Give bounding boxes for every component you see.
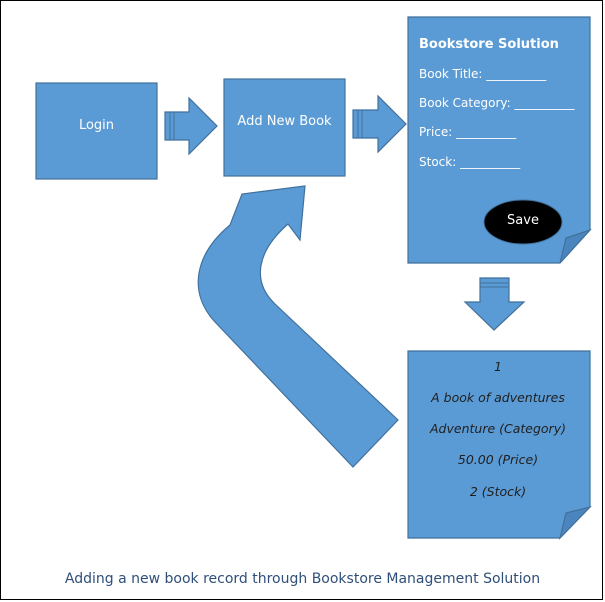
record-price: 50.00 (Price) — [457, 452, 539, 467]
login-box — [35, 82, 158, 180]
form-field-book-title: Book Title: __________ — [419, 67, 547, 81]
down-arrow — [463, 277, 526, 331]
right-arrow-1 — [164, 96, 218, 156]
record-document — [407, 350, 592, 540]
form-field-book-category: Book Category: __________ — [419, 96, 575, 110]
form-document — [407, 16, 592, 264]
record-category: Adventure (Category) — [430, 421, 566, 436]
save-button-shape — [483, 199, 563, 245]
curved-return-arrow — [197, 185, 399, 468]
form-title: Bookstore Solution — [419, 37, 559, 52]
form-field-stock: Stock: __________ — [419, 155, 521, 169]
diagram-caption: Adding a new book record through Booksto… — [64, 571, 541, 587]
record-stock: 2 (Stock) — [469, 484, 527, 499]
record-title: A book of adventures — [431, 390, 565, 405]
record-id: 1 — [494, 359, 502, 374]
form-field-price: Price: __________ — [419, 125, 517, 139]
add-new-book-label: Add New Book — [237, 114, 332, 129]
login-label: Login — [78, 118, 115, 133]
save-button: Save — [507, 213, 539, 228]
right-arrow-2 — [352, 94, 407, 154]
add-new-book-box — [223, 78, 346, 177]
